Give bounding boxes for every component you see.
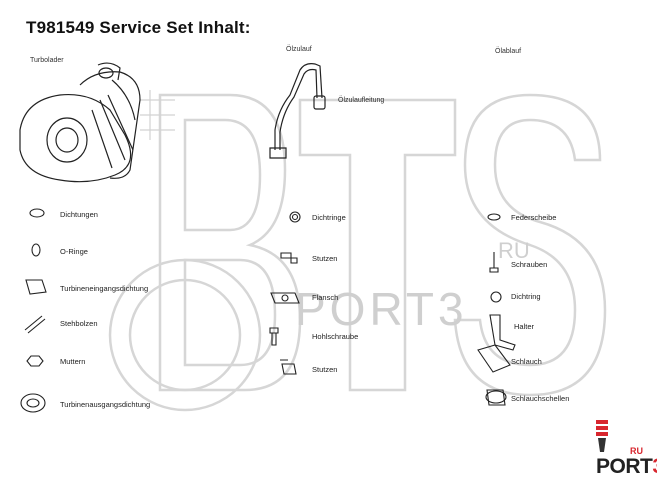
stud-icon bbox=[24, 315, 46, 334]
bolts-icon bbox=[489, 252, 499, 273]
turbine-outlet-gasket-icon bbox=[20, 393, 46, 413]
page-title: T981549 Service Set Inhalt: bbox=[26, 18, 251, 37]
part-label-center-3: Hohlschraube bbox=[312, 332, 359, 341]
part-label-left-4: Muttern bbox=[60, 357, 86, 366]
left-icons bbox=[20, 208, 47, 413]
part-label-right-0: Federscheibe bbox=[511, 213, 557, 222]
center-icons bbox=[269, 211, 301, 375]
fitting-icon bbox=[280, 252, 298, 264]
sealing-ring-2-icon bbox=[490, 291, 502, 303]
part-label-center-0: Dichtringe bbox=[312, 213, 346, 222]
part-label-center-2: Flansch bbox=[312, 293, 339, 302]
nut-icon bbox=[26, 355, 44, 367]
turbocharger-drawing bbox=[19, 62, 141, 183]
part-label-left-3: Stehbolzen bbox=[60, 319, 98, 328]
logo-text-main: PORT bbox=[596, 455, 653, 478]
header-oelablauf: Ölablauf bbox=[495, 48, 522, 55]
logo-text-accent: 3 bbox=[652, 455, 657, 478]
flange-icon bbox=[270, 292, 300, 304]
part-label-left-1: O-Ringe bbox=[60, 247, 88, 256]
part-label-center-1: Stutzen bbox=[312, 254, 338, 263]
part-label-right-2: Dichtring bbox=[511, 292, 541, 301]
logo-ru: RU bbox=[630, 446, 643, 456]
logo-piston-icon bbox=[596, 420, 608, 452]
turbine-inlet-gasket-icon bbox=[25, 279, 47, 295]
header-oelzuleitung: Ölzulaufleitung bbox=[338, 97, 385, 104]
o-ring-icon bbox=[31, 243, 41, 257]
brand-logo: PORT3 bbox=[596, 455, 657, 479]
part-label-right-5: Schlauchschellen bbox=[511, 394, 570, 403]
watermark-lines bbox=[140, 90, 175, 140]
part-label-right-1: Schrauben bbox=[511, 260, 548, 269]
part-label-center-4: Stutzen bbox=[312, 365, 338, 374]
bracket-icon bbox=[489, 314, 516, 351]
gasket-icon bbox=[29, 208, 45, 218]
part-label-left-5: Turbinenausgangsdichtung bbox=[60, 400, 151, 409]
right-icons bbox=[477, 213, 516, 406]
watermark-text-mid: PORT3 bbox=[295, 283, 468, 335]
watermark-text-ru: RU bbox=[498, 238, 530, 263]
part-label-left-2: Turbineneingangsdichtung bbox=[60, 284, 149, 293]
fitting-2-icon bbox=[280, 359, 297, 375]
hose-clamps-icon bbox=[486, 389, 506, 406]
spring-washer-icon bbox=[487, 213, 501, 221]
part-label-right-3: Halter bbox=[514, 322, 535, 331]
banjo-bolt-icon bbox=[269, 327, 279, 346]
hose-icon bbox=[477, 344, 511, 373]
header-turbolader: Turbolader bbox=[30, 57, 64, 64]
oil-feed-line-drawing bbox=[269, 63, 326, 159]
part-label-right-4: Schlauch bbox=[511, 357, 542, 366]
header-oelzulauf: Ölzulauf bbox=[286, 46, 312, 53]
watermark-graphic bbox=[108, 93, 607, 412]
part-label-left-0: Dichtungen bbox=[60, 210, 98, 219]
sealing-ring-icon bbox=[289, 211, 301, 223]
